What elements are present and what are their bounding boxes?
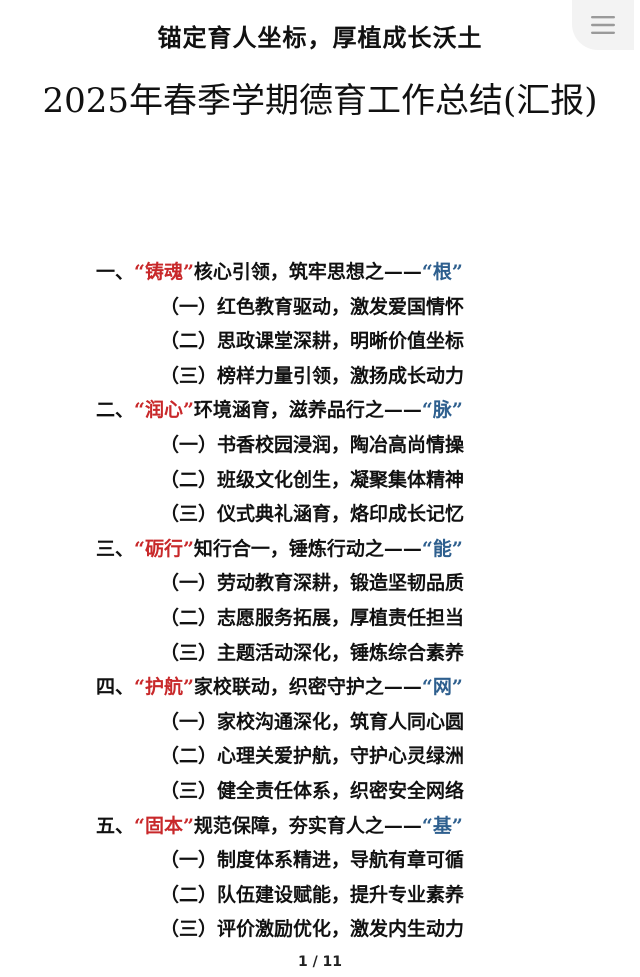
- section-heading: 二、“润心”环境涵育，滋养品行之——“脉”: [0, 393, 640, 428]
- menu-button[interactable]: [572, 0, 634, 50]
- section-heading-key: “固本”: [134, 814, 194, 837]
- subsection-item: （一）劳动教育深耕，锻造坚韧品质: [160, 572, 465, 595]
- document-title: 2025年春季学期德育工作总结(汇报): [42, 81, 598, 121]
- section-heading: 一、“铸魂”核心引领，筑牢思想之——“根”: [0, 255, 640, 290]
- subsection-item: （三）榜样力量引领，激扬成长动力: [160, 364, 465, 387]
- section-heading-key: “铸魂”: [134, 261, 194, 283]
- section-heading-num: 四、: [96, 676, 135, 699]
- section-heading-tail: “脉”: [421, 399, 463, 422]
- page-indicator: 1 / 11: [297, 954, 343, 970]
- subsection-item: （一）家校沟通深化，筑育人同心圆: [160, 710, 465, 733]
- section-heading-tail: “基”: [421, 814, 463, 837]
- section-heading-mid: 环境涵育，滋养品行之——: [193, 399, 422, 422]
- section-heading-tail: “能”: [421, 537, 463, 560]
- subsection-item: （三）主题活动深化，锤炼综合素养: [160, 641, 465, 664]
- subsection-item: （二）思政课堂深耕，明晰价值坐标: [160, 330, 465, 353]
- subsection-item: （二）队伍建设赋能，提升专业素养: [160, 883, 465, 906]
- section-heading-key: “润心”: [134, 399, 194, 422]
- subsection-item: （二）心理关爱护航，守护心灵绿洲: [160, 745, 465, 768]
- section-heading-tail: “根”: [421, 261, 463, 283]
- section-heading-mid: 规范保障，夯实育人之——: [193, 814, 422, 837]
- section-heading-num: 二、: [96, 399, 135, 422]
- section-heading-tail: “网”: [421, 676, 463, 699]
- hamburger-menu-icon: [590, 14, 616, 36]
- section-heading-mid: 核心引领，筑牢思想之——: [193, 261, 422, 283]
- section-heading: 四、“护航”家校联动，织密守护之——“网”: [0, 670, 640, 705]
- outline: 一、“铸魂”核心引领，筑牢思想之——“根” （一）红色教育驱动，激发爱国情怀 （二）…: [0, 255, 640, 947]
- document-subtitle: 锚定育人坐标，厚植成长沃土: [157, 23, 483, 52]
- section-heading-num: 三、: [96, 537, 135, 560]
- subsection-item: （一）红色教育驱动，激发爱国情怀: [160, 295, 465, 318]
- section-heading-mid: 知行合一，锤炼行动之——: [193, 537, 422, 560]
- subsection-item: （一）书香校园浸润，陶冶高尚情操: [160, 433, 465, 456]
- subsection-item: （二）志愿服务拓展，厚植责任担当: [160, 606, 465, 629]
- subsection-item: （三）仪式典礼涵育，烙印成长记忆: [160, 503, 465, 526]
- subsection-item: （三）评价激励优化，激发内生动力: [160, 918, 465, 941]
- section-heading: 五、“固本”规范保障，夯实育人之——“基”: [0, 809, 640, 844]
- subsection-item: （三）健全责任体系，织密安全网络: [160, 779, 465, 802]
- section-heading-num: 五、: [96, 814, 135, 837]
- section-heading-key: “护航”: [134, 676, 194, 699]
- section-heading-key: “砺行”: [134, 537, 194, 560]
- subsection-item: （二）班级文化创生，凝聚集体精神: [160, 468, 465, 491]
- subsection-item: （一）制度体系精进，导航有章可循: [160, 849, 465, 872]
- section-heading: 三、“砺行”知行合一，锤炼行动之——“能”: [0, 532, 640, 567]
- section-heading-num: 一、: [96, 261, 135, 283]
- section-heading-mid: 家校联动，织密守护之——: [193, 676, 422, 699]
